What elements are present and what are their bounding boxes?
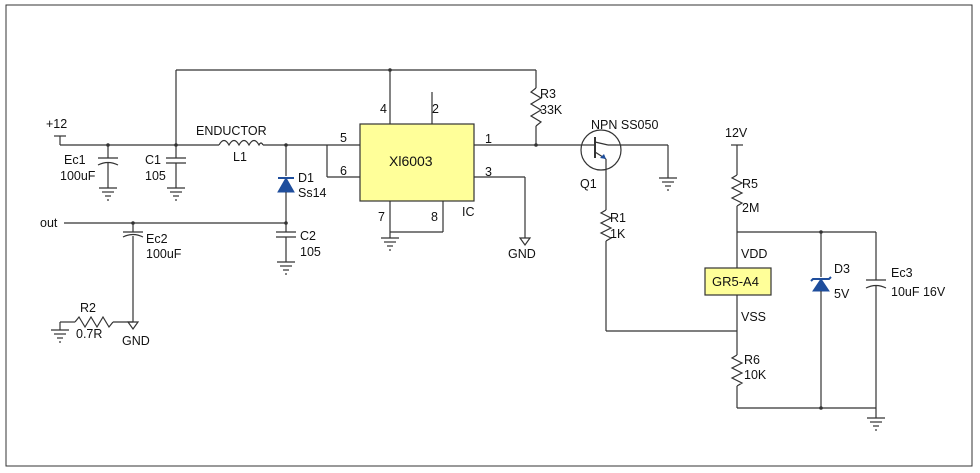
junction-dots xyxy=(106,68,823,410)
capacitor-ec1 xyxy=(97,145,119,201)
diode-d1 xyxy=(277,145,295,232)
r3-name: R3 xyxy=(540,87,556,101)
d3-value: 5V xyxy=(834,287,850,301)
ic-name: Xl6003 xyxy=(389,153,433,169)
c2-name: C2 xyxy=(300,229,316,243)
v12-label: 12V xyxy=(725,126,748,140)
top-wire xyxy=(176,69,537,124)
ec1-value: 100uF xyxy=(60,169,96,183)
pin5-label: 5 xyxy=(340,131,347,145)
vss-label: VSS xyxy=(741,310,766,324)
capacitor-c1 xyxy=(166,70,186,201)
c1-name: C1 xyxy=(145,153,161,167)
resistor-r6 xyxy=(730,354,876,409)
out-label: out xyxy=(40,216,58,230)
pin3-label: 3 xyxy=(485,165,492,179)
ec3-value: 10uF 16V xyxy=(891,285,946,299)
pin4-label: 4 xyxy=(380,102,387,116)
c1-value: 105 xyxy=(145,169,166,183)
pin2-label: 2 xyxy=(432,102,439,116)
pin6-label: 6 xyxy=(340,164,347,178)
q1-name: Q1 xyxy=(580,177,597,191)
supply-12v xyxy=(730,144,876,268)
r1-value: 1K xyxy=(610,227,626,241)
pin1-label: 1 xyxy=(485,132,492,146)
capacitor-ec2 xyxy=(122,223,144,322)
r5-value: 2M xyxy=(742,201,759,215)
d1-value: Ss14 xyxy=(298,186,327,200)
inductor-l1 xyxy=(218,139,264,147)
r2-name: R2 xyxy=(80,301,96,315)
module-gr5-a4 xyxy=(704,267,772,355)
ec2-name: Ec2 xyxy=(146,232,168,246)
inductor-title: ENDUCTOR xyxy=(196,124,267,138)
d1-name: D1 xyxy=(298,171,314,185)
l1-name: L1 xyxy=(233,150,247,164)
ec2-value: 100uF xyxy=(146,247,182,261)
q1-type: NPN SS050 xyxy=(591,118,658,132)
r6-name: R6 xyxy=(744,353,760,367)
c2-value: 105 xyxy=(300,245,321,259)
pin8-label: 8 xyxy=(431,210,438,224)
ec1-name: Ec1 xyxy=(64,153,86,167)
resistor-r2 xyxy=(51,315,140,343)
zener-d3 xyxy=(810,232,832,408)
capacitor-c2 xyxy=(276,231,296,275)
capacitor-ec3 xyxy=(865,232,887,431)
d3-name: D3 xyxy=(834,262,850,276)
r1-name: R1 xyxy=(610,211,626,225)
input-rail xyxy=(54,135,360,146)
resistor-r3 xyxy=(529,87,543,145)
pin7-label: 7 xyxy=(378,210,385,224)
ic-xl6003 xyxy=(326,92,580,251)
module-name: GR5-A4 xyxy=(712,274,759,289)
r5-name: R5 xyxy=(742,177,758,191)
gnd1-label: GND xyxy=(122,334,150,348)
r6-value: 10K xyxy=(744,368,767,382)
ic-tag: IC xyxy=(462,205,475,219)
vdd-label: VDD xyxy=(741,247,767,261)
ec3-name: Ec3 xyxy=(891,266,913,280)
gnd2-label: GND xyxy=(508,247,536,261)
diagram-frame xyxy=(5,4,973,467)
transistor-q1 xyxy=(580,129,677,210)
r3-value: 33K xyxy=(540,103,563,117)
r2-value: 0.7R xyxy=(76,327,102,341)
vin-label: +12 xyxy=(46,117,67,131)
resistor-r1 xyxy=(599,209,737,332)
